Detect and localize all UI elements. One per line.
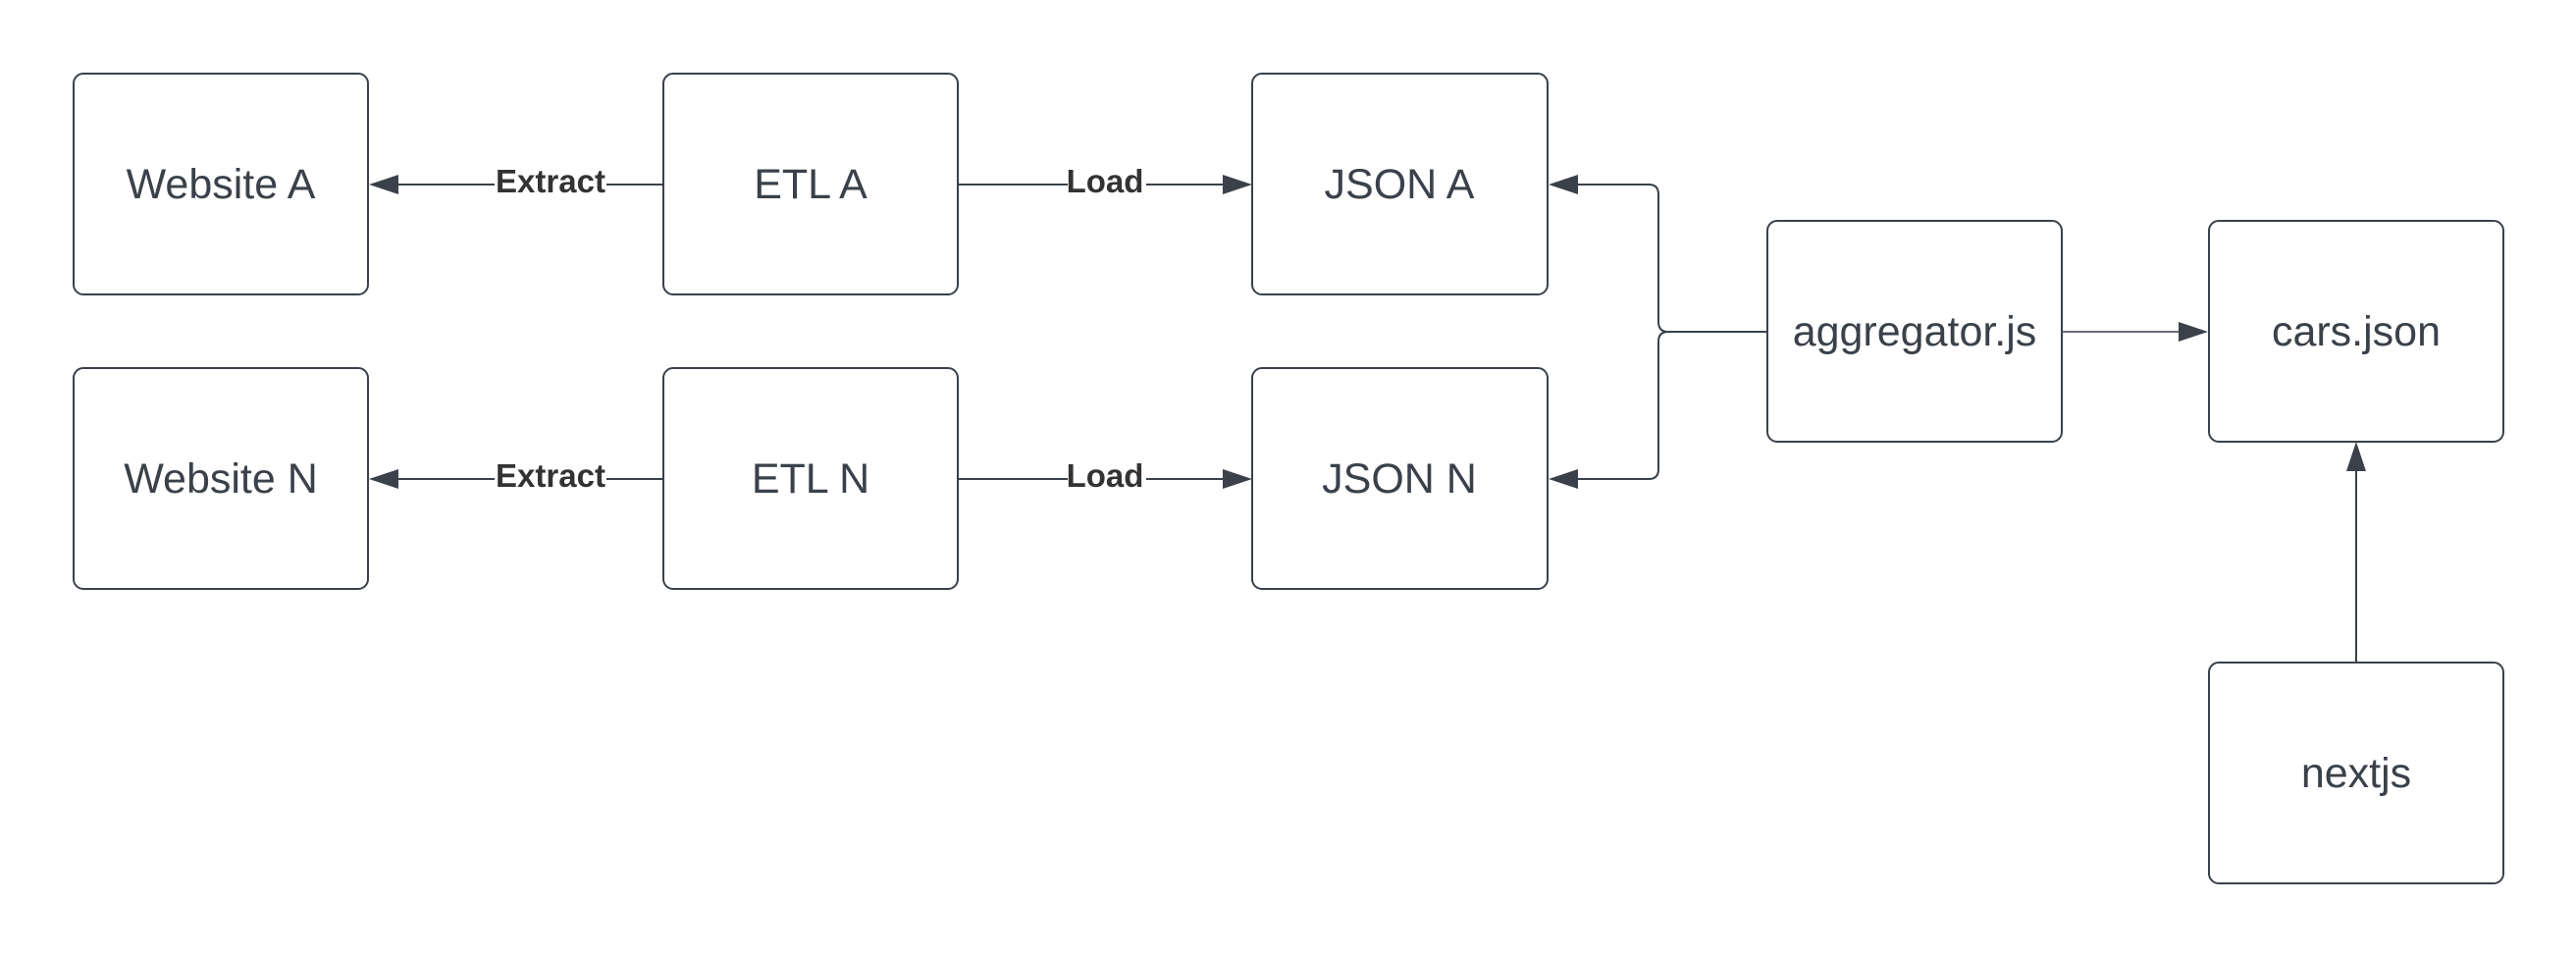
node-website-a[interactable]: Website A xyxy=(73,73,369,295)
edge-label-extract-a: Extract xyxy=(496,163,605,199)
node-cars-json[interactable]: cars.json xyxy=(2208,220,2504,443)
node-label-etl-a: ETL A xyxy=(754,161,867,208)
edge-extract-a: Extract xyxy=(369,163,663,202)
edge-aggregator-to-cars xyxy=(2062,322,2208,342)
node-json-n[interactable]: JSON N xyxy=(1251,367,1549,590)
edge-label-load-a: Load xyxy=(1067,163,1144,199)
node-etl-a[interactable]: ETL A xyxy=(662,73,959,295)
edge-label-load-n: Load xyxy=(1067,457,1144,494)
node-json-a[interactable]: JSON A xyxy=(1251,73,1549,295)
node-label-website-n: Website N xyxy=(124,455,318,503)
edge-extract-n: Extract xyxy=(369,457,663,497)
node-website-n[interactable]: Website N xyxy=(73,367,369,590)
node-label-etl-n: ETL N xyxy=(752,455,869,503)
node-label-aggregator: aggregator.js xyxy=(1793,308,2037,355)
node-label-nextjs: nextjs xyxy=(2301,750,2411,797)
node-nextjs[interactable]: nextjs xyxy=(2208,662,2504,884)
node-label-website-a: Website A xyxy=(127,161,316,208)
edge-aggregator-to-json-a xyxy=(1549,175,1767,333)
edge-aggregator-to-json-n xyxy=(1549,331,1669,489)
node-label-json-n: JSON N xyxy=(1322,455,1477,503)
node-aggregator[interactable]: aggregator.js xyxy=(1766,220,2063,443)
node-etl-n[interactable]: ETL N xyxy=(662,367,959,590)
edge-load-a: Load xyxy=(959,163,1252,202)
edge-nextjs-to-cars xyxy=(2346,442,2366,663)
node-label-json-a: JSON A xyxy=(1325,161,1475,208)
node-label-cars-json: cars.json xyxy=(2272,308,2441,355)
edge-load-n: Load xyxy=(959,457,1252,497)
edge-label-extract-n: Extract xyxy=(496,457,605,494)
